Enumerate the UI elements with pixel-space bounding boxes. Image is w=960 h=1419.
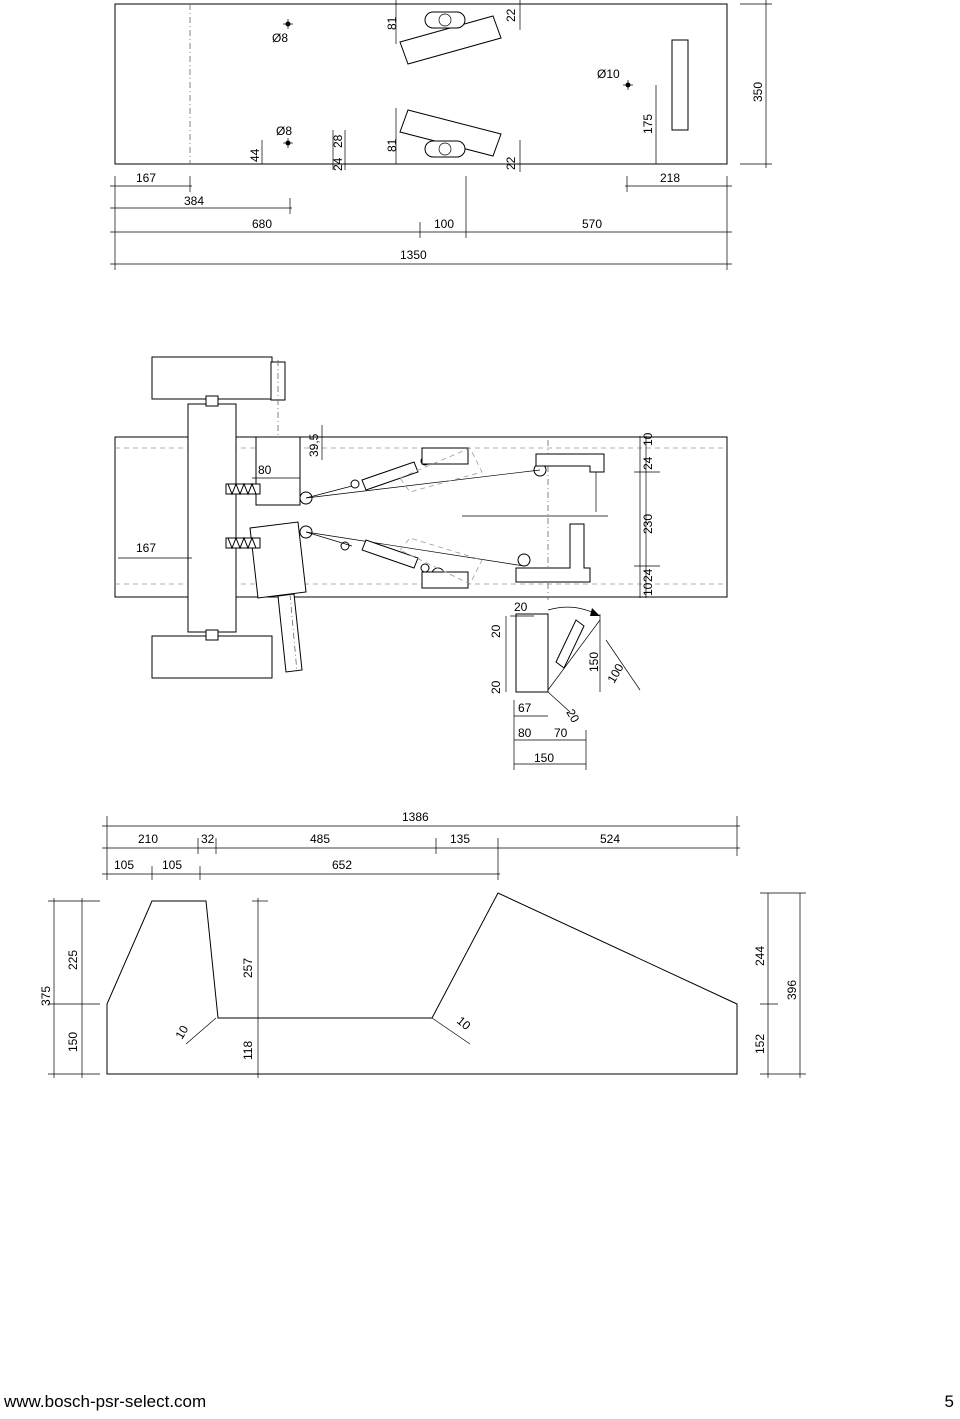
dim-label: 67 — [518, 701, 532, 715]
dim-label: 384 — [184, 194, 204, 208]
wheel — [151, 356, 273, 400]
lower-slot-bracket — [399, 109, 502, 158]
cable — [305, 469, 541, 567]
dim-label: 167 — [136, 541, 156, 555]
base-plate-outline — [114, 436, 728, 598]
assembly-view: 80 39,5 167 24 10 230 10 24 — [114, 356, 728, 679]
dim-label: 20 — [514, 600, 528, 614]
dim-label: 225 — [66, 950, 80, 970]
dim-label: 39,5 — [307, 433, 321, 457]
dim-label: 28 — [331, 134, 345, 148]
dim-label: 22 — [504, 8, 518, 22]
dim-label: 118 — [241, 1041, 255, 1060]
hole-label: Ø8 — [276, 124, 292, 138]
dim-label: 485 — [310, 832, 330, 846]
dim-label: 10 — [172, 1023, 191, 1042]
dim-label: 22 — [504, 156, 518, 170]
dim-label: 81 — [385, 138, 399, 152]
dim-label: 375 — [39, 986, 53, 1006]
dimension-lines — [110, 0, 772, 270]
dim-label: 70 — [554, 726, 568, 740]
footer-url: www.bosch-psr-select.com — [4, 1392, 207, 1411]
side-profile-outline — [106, 892, 738, 1075]
dim-label: 81 — [385, 16, 399, 30]
hole-marker — [283, 19, 293, 29]
dim-label: 150 — [587, 652, 601, 672]
top-view: Ø8 Ø8 Ø10 — [110, 0, 772, 270]
dim-label: 218 — [660, 171, 680, 185]
flap — [555, 619, 585, 669]
end-stop-block — [671, 39, 689, 131]
hole-marker — [623, 80, 633, 90]
upper-slot-bracket — [399, 11, 502, 65]
dim-label: 105 — [162, 858, 182, 872]
detail-view: 20 20 20 150 100 20 67 80 70 150 — [489, 600, 641, 770]
dim-label: 44 — [248, 148, 262, 162]
dim-label: 210 — [138, 832, 158, 846]
dim-label: 1350 — [400, 248, 427, 262]
dim-label: 570 — [582, 217, 602, 231]
dim-label: 20 — [489, 680, 503, 694]
dim-label: 244 — [753, 946, 767, 966]
dim-label: 175 — [641, 114, 655, 134]
dim-label: 24 — [641, 456, 655, 470]
dim-label: 32 — [201, 832, 215, 846]
dim-label: 80 — [518, 726, 532, 740]
dim-label: 652 — [332, 858, 352, 872]
cable-eye — [299, 449, 547, 581]
base-plate-outline — [114, 3, 728, 165]
mount-plate — [255, 436, 301, 506]
turnbuckle — [361, 461, 419, 491]
dimension-lines — [118, 425, 660, 598]
bumper-frame — [535, 453, 605, 473]
wheel — [151, 635, 273, 679]
dimension-lines — [505, 614, 641, 770]
dim-label: 100 — [604, 661, 626, 686]
dim-label: 167 — [136, 171, 156, 185]
dim-label: 20 — [489, 624, 503, 638]
bumper-frame — [515, 523, 591, 583]
dim-label: 230 — [641, 514, 655, 534]
dim-label: 396 — [785, 980, 799, 1000]
turnbuckle — [361, 539, 419, 569]
dim-label: 135 — [450, 832, 470, 846]
dim-label: 24 — [641, 568, 655, 582]
dim-label: 150 — [534, 751, 554, 765]
spring — [225, 482, 261, 496]
mount-plate — [249, 521, 307, 599]
dim-label: 10 — [454, 1014, 473, 1034]
dim-label: 10 — [641, 432, 655, 446]
dim-label: 257 — [241, 958, 255, 978]
axle-block — [187, 403, 237, 633]
side-view: 1386 210 32 485 135 524 105 105 652 375 … — [39, 810, 806, 1078]
hole-label: Ø8 — [272, 31, 288, 45]
dim-label: 350 — [751, 82, 765, 102]
dim-label: 1386 — [402, 810, 429, 824]
dim-label: 150 — [66, 1032, 80, 1052]
dim-label: 524 — [600, 832, 620, 846]
hole-marker — [283, 138, 293, 148]
dim-label: 105 — [114, 858, 134, 872]
dimension-lines — [48, 816, 806, 1078]
page-number: 5 — [944, 1392, 954, 1411]
dim-label: 100 — [434, 217, 454, 231]
hole-label: Ø10 — [597, 67, 620, 81]
dim-label: 10 — [641, 582, 655, 596]
dim-label: 20 — [563, 707, 582, 726]
spring — [225, 536, 261, 550]
dim-label: 680 — [252, 217, 272, 231]
dim-label: 152 — [753, 1034, 767, 1054]
dim-label: 80 — [258, 463, 272, 477]
dim-label: 24 — [331, 157, 345, 171]
